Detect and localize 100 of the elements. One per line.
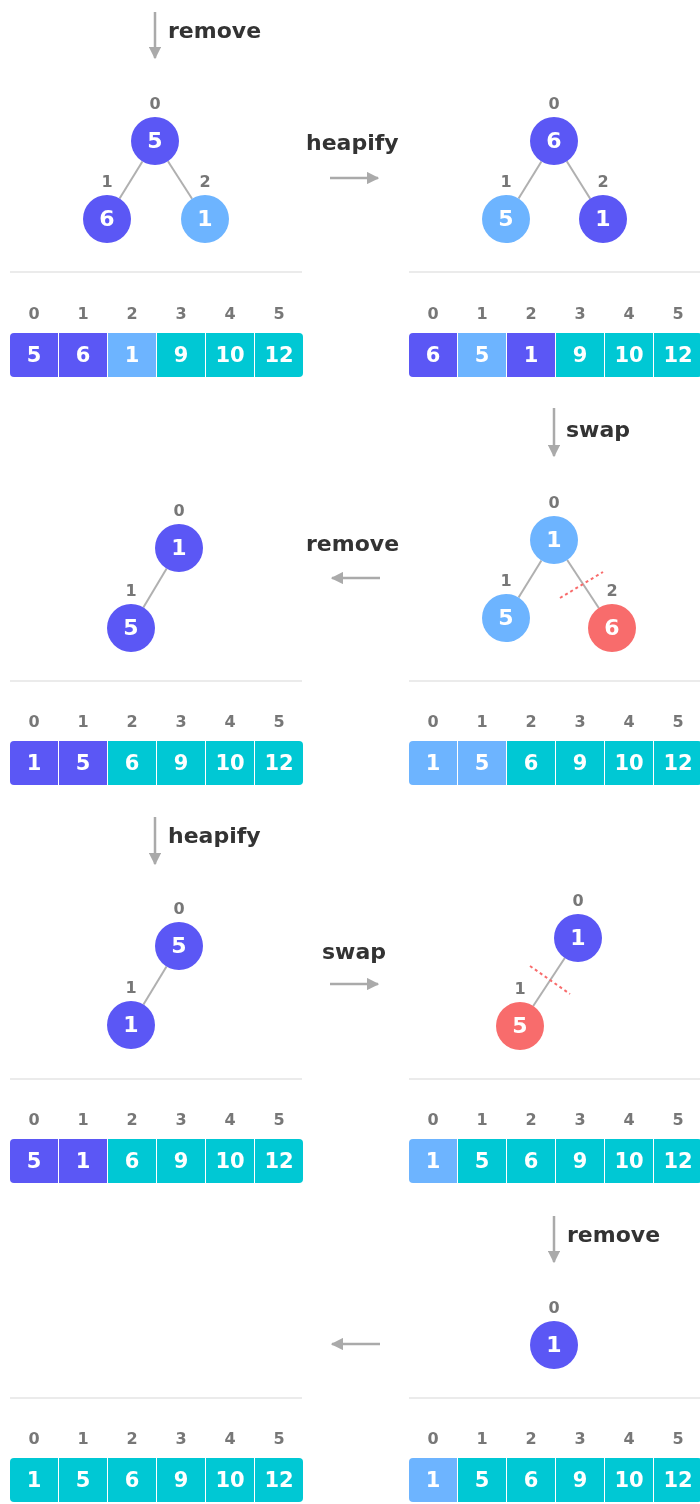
step-label: remove xyxy=(168,18,262,44)
array-cell: 12 xyxy=(255,333,303,377)
array-cell: 10 xyxy=(605,333,653,377)
index-number: 3 xyxy=(573,305,587,323)
index-number: 2 xyxy=(198,173,212,191)
index-number: 2 xyxy=(596,173,610,191)
index-number: 5 xyxy=(272,1430,286,1448)
heap-node: 1 xyxy=(155,524,203,572)
heap-node: 1 xyxy=(181,195,229,243)
tree-edge xyxy=(517,559,543,599)
heap-node: 1 xyxy=(579,195,627,243)
step-label: heapify xyxy=(306,130,399,156)
array-cell: 5 xyxy=(59,741,107,785)
array-cell: 12 xyxy=(255,1458,303,1502)
index-number: 3 xyxy=(573,713,587,731)
index-number: 1 xyxy=(76,305,90,323)
tree-edge xyxy=(517,160,543,200)
heap-node: 5 xyxy=(496,1002,544,1050)
index-number: 4 xyxy=(622,713,636,731)
heap-node: 6 xyxy=(83,195,131,243)
array-cell: 6 xyxy=(507,1139,555,1183)
index-number: 2 xyxy=(524,1111,538,1129)
array-cell: 9 xyxy=(556,741,604,785)
array-cell: 9 xyxy=(157,1458,205,1502)
index-number: 1 xyxy=(513,980,527,998)
array-cell: 1 xyxy=(507,333,555,377)
array-cell: 9 xyxy=(157,741,205,785)
array-cell: 1 xyxy=(10,741,58,785)
index-number: 0 xyxy=(172,900,186,918)
array-cell: 6 xyxy=(108,741,156,785)
index-number: 5 xyxy=(671,713,685,731)
heap-node: 1 xyxy=(530,516,578,564)
index-number: 0 xyxy=(571,892,585,910)
array-cell: 6 xyxy=(507,741,555,785)
step-label: swap xyxy=(566,417,630,443)
index-number: 1 xyxy=(475,305,489,323)
index-number: 1 xyxy=(76,1111,90,1129)
index-number: 2 xyxy=(125,713,139,731)
index-number: 5 xyxy=(671,1111,685,1129)
array-cell: 1 xyxy=(409,741,457,785)
heap-node: 5 xyxy=(155,922,203,970)
array-cell: 10 xyxy=(605,1139,653,1183)
array-cell: 6 xyxy=(507,1458,555,1502)
tree-edge xyxy=(166,160,194,200)
array-cell: 9 xyxy=(157,1139,205,1183)
array-cell: 5 xyxy=(59,1458,107,1502)
index-number: 0 xyxy=(27,713,41,731)
index-number: 4 xyxy=(223,1430,237,1448)
index-number: 5 xyxy=(272,1111,286,1129)
index-number: 1 xyxy=(124,979,138,997)
index-number: 4 xyxy=(622,305,636,323)
array-cell: 9 xyxy=(556,1139,604,1183)
heap-node: 1 xyxy=(107,1001,155,1049)
index-number: 0 xyxy=(426,713,440,731)
tree-edge xyxy=(565,160,592,200)
index-number: 4 xyxy=(622,1111,636,1129)
step-label: swap xyxy=(322,939,386,965)
array-cell: 10 xyxy=(605,741,653,785)
array-cell: 1 xyxy=(409,1458,457,1502)
array-cell: 10 xyxy=(206,1458,254,1502)
array-cell: 12 xyxy=(255,1139,303,1183)
index-number: 0 xyxy=(172,502,186,520)
index-number: 0 xyxy=(27,305,41,323)
index-number: 3 xyxy=(573,1111,587,1129)
heap-node: 5 xyxy=(482,594,530,642)
index-number: 5 xyxy=(272,305,286,323)
array-cell: 9 xyxy=(556,333,604,377)
index-number: 2 xyxy=(524,713,538,731)
index-number: 1 xyxy=(475,1111,489,1129)
index-number: 3 xyxy=(174,305,188,323)
heap-node: 5 xyxy=(482,195,530,243)
index-number: 0 xyxy=(27,1430,41,1448)
array-cell: 12 xyxy=(255,741,303,785)
step-label: remove xyxy=(306,531,400,557)
index-number: 0 xyxy=(547,95,561,113)
index-number: 3 xyxy=(573,1430,587,1448)
index-number: 5 xyxy=(671,1430,685,1448)
index-number: 0 xyxy=(426,305,440,323)
array-cell: 9 xyxy=(556,1458,604,1502)
array-cell: 1 xyxy=(59,1139,107,1183)
index-number: 2 xyxy=(524,305,538,323)
index-number: 0 xyxy=(426,1430,440,1448)
array-cell: 6 xyxy=(409,333,457,377)
index-number: 2 xyxy=(605,582,619,600)
array-cell: 5 xyxy=(458,741,506,785)
array-cell: 12 xyxy=(654,1458,700,1502)
index-number: 2 xyxy=(125,1111,139,1129)
index-number: 2 xyxy=(125,1430,139,1448)
step-label: remove xyxy=(567,1222,661,1248)
index-number: 1 xyxy=(100,173,114,191)
array-cell: 10 xyxy=(206,741,254,785)
index-number: 3 xyxy=(174,1111,188,1129)
array-cell: 5 xyxy=(458,333,506,377)
array-cell: 10 xyxy=(605,1458,653,1502)
index-number: 0 xyxy=(547,494,561,512)
index-number: 4 xyxy=(223,1111,237,1129)
index-number: 5 xyxy=(272,713,286,731)
array-cell: 12 xyxy=(654,333,700,377)
array-cell: 5 xyxy=(10,1139,58,1183)
index-number: 4 xyxy=(622,1430,636,1448)
